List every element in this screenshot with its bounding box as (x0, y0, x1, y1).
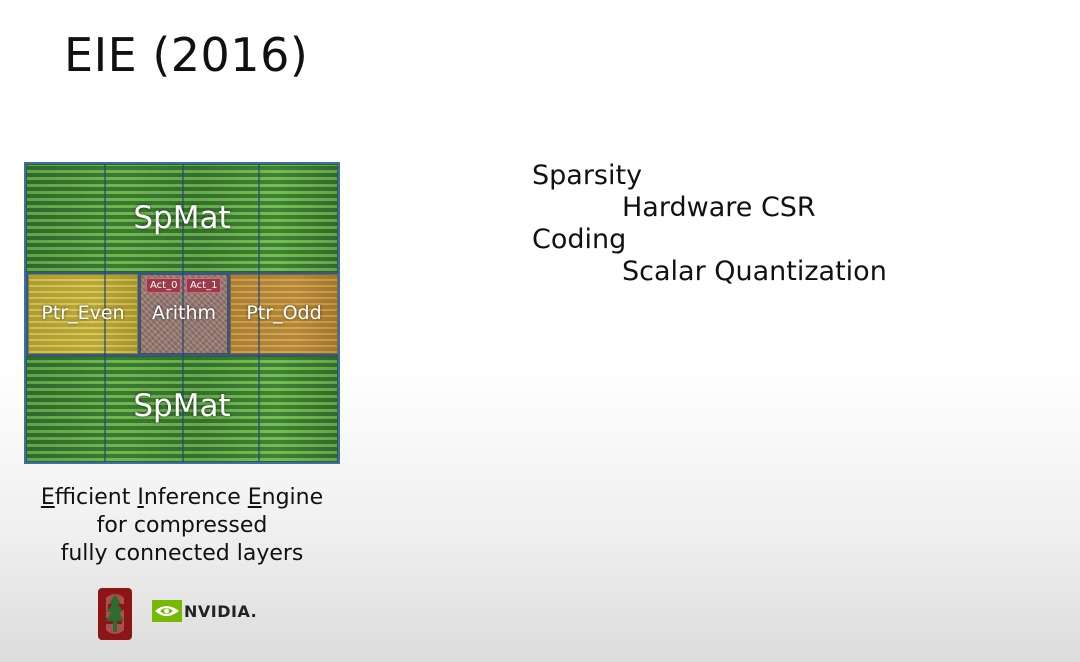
ptr-odd-label: Ptr_Odd (246, 302, 322, 324)
bullet-list: Sparsity Hardware CSR Coding Scalar Quan… (532, 160, 887, 288)
act0-tag: Act_0 (146, 278, 182, 293)
caption-i-rest: nference (143, 485, 248, 510)
spmat-top-label: SpMat (133, 200, 231, 236)
caption-line-2: for compressed (96, 513, 268, 538)
bullet-hardware-csr: Hardware CSR (622, 192, 816, 223)
stanford-logo-icon (98, 588, 132, 640)
nvidia-logo-icon (152, 600, 182, 622)
caption-e2-rest: ngine (261, 485, 324, 510)
slide-title: EIE (2016) (64, 28, 309, 82)
bullet-sparsity: Sparsity (532, 160, 643, 191)
caption-i-first: I (137, 485, 144, 510)
caption-e1-rest: fficient (54, 485, 138, 510)
caption-line-3: fully connected layers (60, 541, 304, 566)
nvidia-wordmark: NVIDIA. (184, 602, 258, 621)
arithm-label: Arithm (151, 302, 217, 324)
caption-e1-first: E (40, 485, 55, 510)
ptr-even-label: Ptr_Even (41, 302, 125, 324)
caption-line-1: Efficient Inference Engine (24, 484, 340, 512)
act1-tag: Act_1 (186, 278, 222, 293)
spmat-bottom-label: SpMat (133, 388, 231, 424)
bullet-coding: Coding (532, 224, 627, 255)
chip-grid-overlay (26, 164, 338, 462)
bullet-scalar-quantization: Scalar Quantization (622, 256, 887, 287)
eie-chip-die-image: SpMat Act_0 Act_1 Ptr_Even Arithm Ptr_Od… (24, 162, 340, 464)
caption-e2-first: E (247, 485, 262, 510)
chip-caption: Efficient Inference Engine for compresse… (24, 484, 340, 568)
